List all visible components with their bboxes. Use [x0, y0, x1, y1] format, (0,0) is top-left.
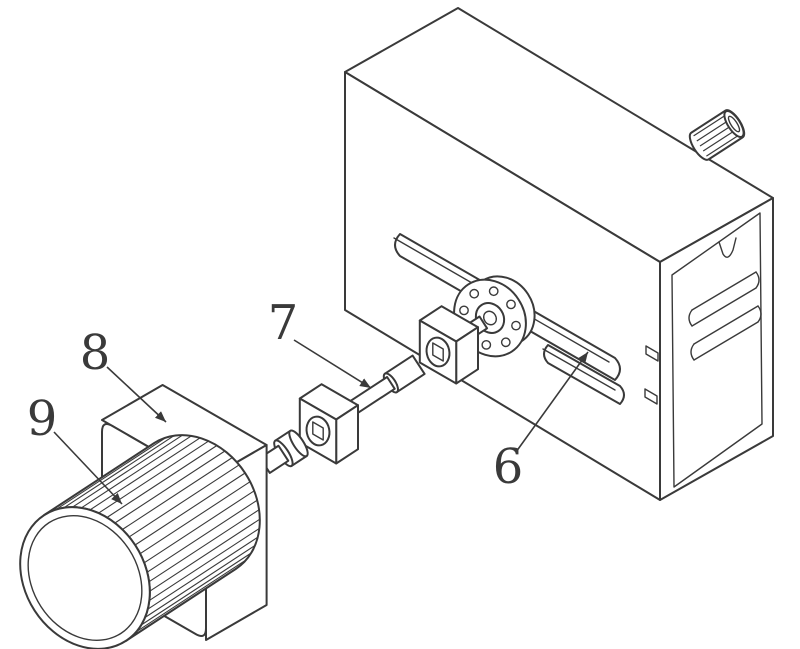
edge-tab [645, 345, 659, 362]
leader-line-7 [293, 339, 372, 389]
interior-notch [718, 237, 737, 258]
leader-line-8 [106, 366, 167, 423]
top-knob [688, 109, 746, 161]
drive-shaft-assembly [259, 305, 489, 474]
reference-labels: 6 7 8 9 [27, 295, 589, 505]
universal-joint-upper [418, 305, 479, 385]
universal-joint-lower [298, 383, 359, 465]
knob-knurl-lines [693, 113, 741, 157]
motor-knurl-lines [48, 434, 261, 638]
motor-end-cap [19, 506, 151, 649]
leader-line-6 [515, 351, 589, 453]
part-label-9: 9 [27, 391, 58, 447]
main-housing-box [344, 7, 774, 501]
part-label-6: 6 [493, 439, 524, 495]
part-label-7: 7 [268, 295, 299, 351]
leader-line-9 [53, 431, 123, 505]
interior-slots [688, 271, 762, 361]
motor [19, 434, 261, 649]
edge-tab [644, 388, 658, 405]
part-label-8: 8 [80, 325, 111, 381]
